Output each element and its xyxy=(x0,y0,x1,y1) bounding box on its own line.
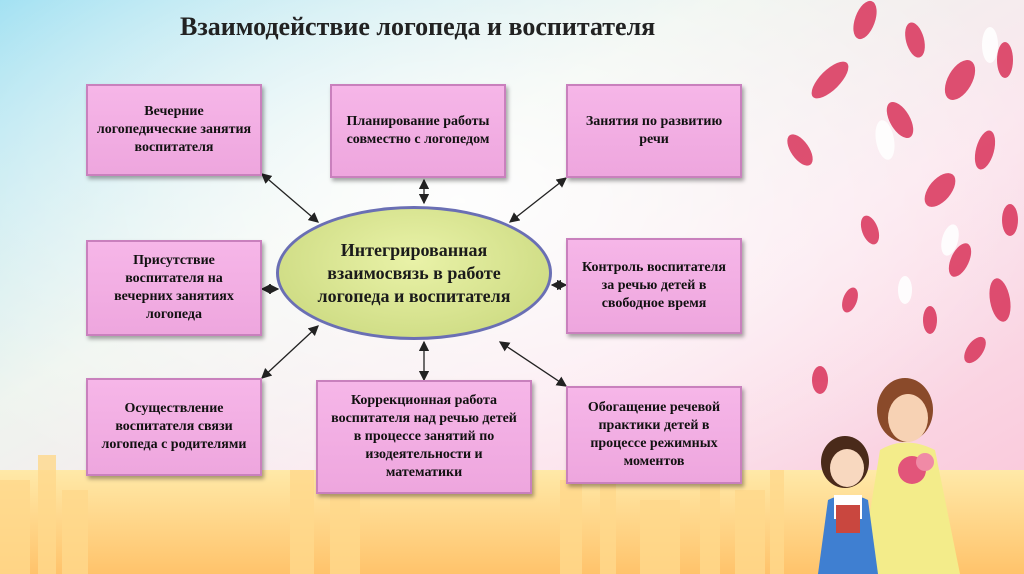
box-text: Занятия по развитию речи xyxy=(585,114,723,147)
page-title: Взаимодействие логопеда и воспитателя xyxy=(180,12,656,41)
box-speech-development: Занятия по развитию речи xyxy=(566,84,742,178)
box-text: Осуществление воспитателя связи логопеда… xyxy=(101,401,247,452)
box-text: Контроль воспитателя за речью детей в св… xyxy=(582,260,726,311)
central-concept-text: Интегрированная взаимосвязь в работе лог… xyxy=(317,239,511,306)
box-speech-control: Контроль воспитателя за речью детей в св… xyxy=(566,238,742,334)
box-speech-practice: Обогащение речевой практики детей в проц… xyxy=(566,386,742,484)
central-concept: Интегрированная взаимосвязь в работе лог… xyxy=(276,206,552,340)
box-text: Обогащение речевой практики детей в проц… xyxy=(587,400,721,469)
box-joint-planning: Планирование работы совместно с логопедо… xyxy=(330,84,506,178)
box-text: Присутствие воспитателя на вечерних заня… xyxy=(114,253,234,322)
box-evening-speech-sessions: Вечерние логопедические занятия воспитат… xyxy=(86,84,262,176)
box-text: Вечерние логопедические занятия воспитат… xyxy=(96,104,252,155)
box-attendance: Присутствие воспитателя на вечерних заня… xyxy=(86,240,262,336)
box-parent-communication: Осуществление воспитателя связи логопеда… xyxy=(86,378,262,476)
city-silhouette xyxy=(0,455,784,574)
box-text: Планирование работы совместно с логопедо… xyxy=(346,114,490,147)
box-correction-work: Коррекционная работа воспитателя над реч… xyxy=(316,380,532,494)
box-text: Коррекционная работа воспитателя над реч… xyxy=(331,393,517,480)
